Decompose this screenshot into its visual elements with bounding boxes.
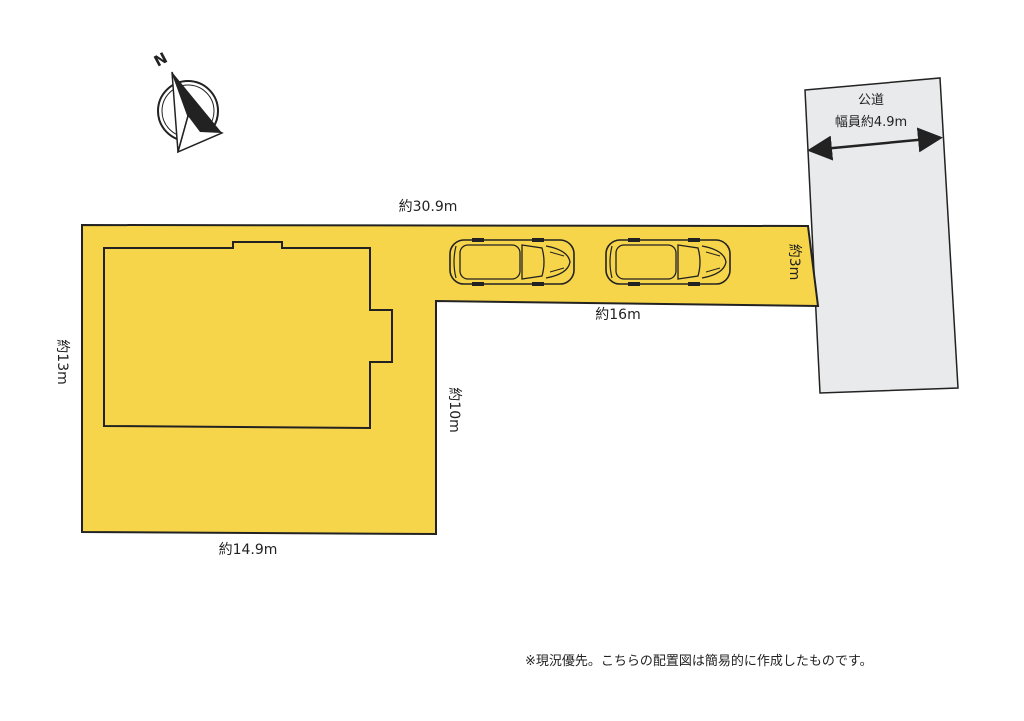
north-arrow-icon <box>157 71 224 154</box>
dimension-driveway-length: 約16m <box>595 307 640 323</box>
dimension-inner-height: 約10m <box>446 387 462 432</box>
car-icon <box>449 237 575 287</box>
dimension-bottom-width: 約14.9m <box>219 542 278 558</box>
road-name-label: 公道 <box>858 93 884 108</box>
dimension-top-length: 約30.9m <box>399 199 458 215</box>
dimension-driveway-width: 約3m <box>786 244 802 281</box>
disclaimer-note: ※現況優先。こちらの配置図は簡易的に作成したものです。 <box>525 654 873 669</box>
road-width-label: 幅員約4.9m <box>835 115 907 130</box>
road-width-arrow <box>807 127 943 161</box>
car-icon <box>605 237 731 287</box>
lot-outline <box>81 223 820 536</box>
dimension-left-height: 約13m <box>54 339 70 384</box>
north-label: N <box>151 49 171 71</box>
building-footprint <box>103 241 393 430</box>
